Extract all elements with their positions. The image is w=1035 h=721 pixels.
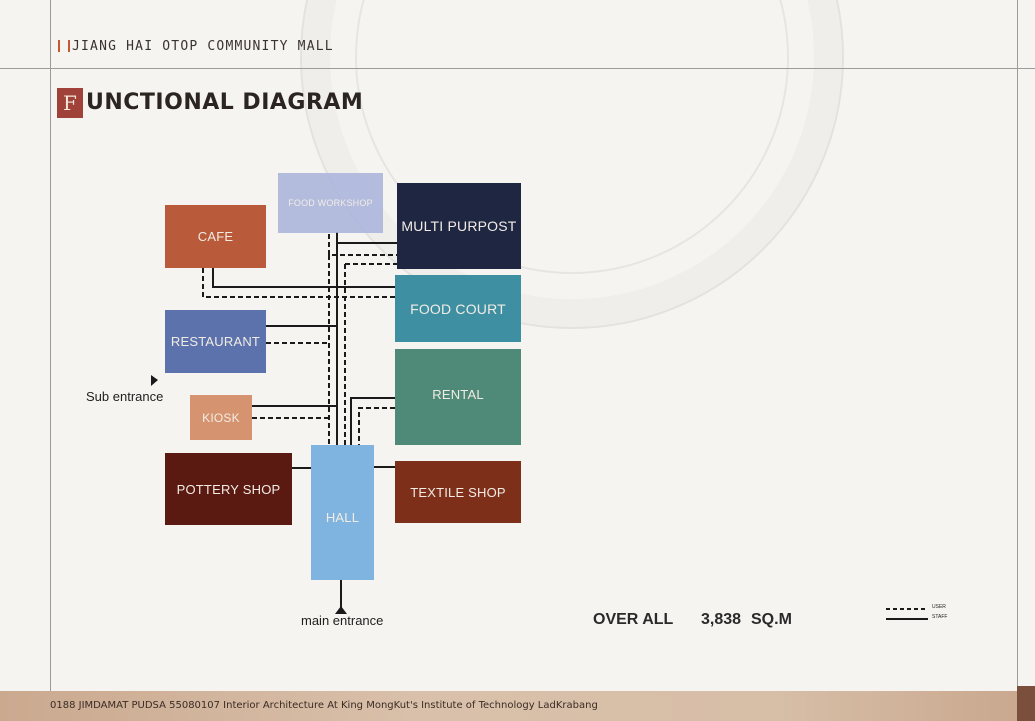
user-line-cafe — [202, 268, 398, 298]
space-rental-label: RENTAL — [432, 387, 484, 402]
space-food-workshop: FOOD WORKSHOP — [278, 173, 383, 233]
total-area-label: OVER ALL — [593, 611, 674, 628]
section-initial-badge: F — [57, 88, 83, 118]
space-food-workshop-label: FOOD WORKSHOP — [288, 198, 373, 208]
space-cafe-label: CAFE — [197, 229, 234, 244]
space-food-court-label: FOOD COURT — [410, 300, 506, 317]
space-multi-purpost-label: MULTI PURPOST — [401, 218, 517, 234]
legend-user-label: USER — [932, 604, 946, 610]
footer-credit: 0188 JIMDAMAT PUDSA 55080107 Interior Ar… — [50, 700, 598, 711]
total-area-unit: SQ.M — [751, 611, 792, 628]
space-pottery-shop: POTTERY SHOP — [165, 453, 292, 525]
space-hall-label: HALL — [325, 510, 360, 525]
main-entrance-label: main entrance — [301, 613, 384, 628]
connector-lines — [202, 232, 398, 608]
space-kiosk-label: KIOSK — [202, 410, 240, 425]
space-hall: HALL — [311, 445, 374, 580]
sub-entrance-label: Sub entrance — [86, 389, 164, 404]
sub-entrance-arrow-icon — [151, 375, 158, 386]
project-title: JIANG HAI OTOP COMMUNITY MALL — [72, 39, 334, 54]
section-title: UNCTIONAL DIAGRAM — [86, 90, 364, 115]
space-pottery-shop-label: POTTERY SHOP — [176, 481, 281, 497]
space-food-court: FOOD COURT — [395, 275, 521, 342]
space-textile-shop-label: TEXTILE SHOP — [410, 484, 506, 500]
space-restaurant-label: RESTAURANT — [170, 334, 261, 349]
user-line-workshop — [328, 234, 398, 256]
page-tab-marker — [1017, 686, 1035, 721]
legend-lines — [886, 608, 928, 620]
main-entrance-arrow-icon — [335, 606, 347, 614]
header-rule — [0, 68, 1035, 69]
space-multi-purpost: MULTI PURPOST — [397, 183, 521, 269]
space-cafe: CAFE — [165, 205, 266, 268]
staff-line-cafe — [212, 268, 398, 288]
staff-line-rental — [350, 397, 395, 445]
space-rental: RENTAL — [395, 349, 521, 445]
space-textile-shop: TEXTILE SHOP — [395, 461, 521, 523]
staff-line-workshop — [336, 232, 398, 244]
space-kiosk: KIOSK — [190, 395, 252, 440]
right-margin-line — [1017, 0, 1018, 691]
project-logo-icon — [58, 40, 70, 52]
total-area-value: 3,838 — [701, 611, 742, 628]
footer-bar — [0, 691, 1035, 721]
user-line-rental — [358, 407, 395, 445]
legend-staff-label: STAFF — [932, 614, 948, 620]
left-margin-line — [50, 0, 51, 691]
space-restaurant: RESTAURANT — [165, 310, 266, 373]
